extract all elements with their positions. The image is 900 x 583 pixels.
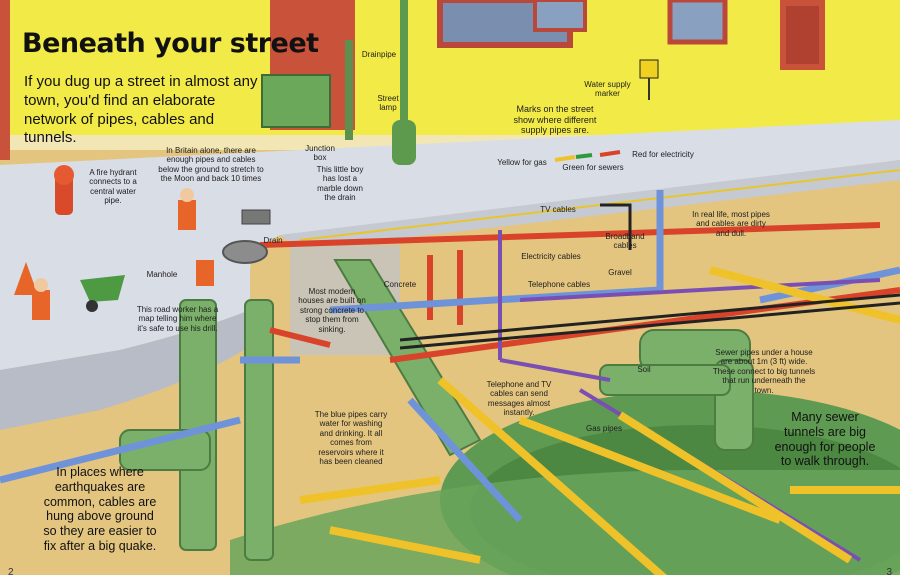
label-yellow-gas: Yellow for gas [497,158,547,167]
water-marker-sign-icon [639,59,659,100]
label-broadband: Broadband cables [605,232,645,251]
note-telephone-tv: Telephone and TV cables can send message… [486,380,552,418]
note-britain: In Britain alone, there are enough pipes… [158,146,264,184]
road-workers [32,188,214,320]
water-pipes [0,190,900,523]
traffic-cone-icon [14,262,38,295]
manhole-cover-icon [222,240,268,264]
label-telephone: Telephone cables [527,280,591,289]
label-drain: Drain [263,236,283,245]
label-gravel: Gravel [608,268,632,277]
label-water-marker: Water supply marker [584,80,631,99]
note-street-marks: Marks on the street show where different… [513,104,597,136]
gas-pipes [299,266,900,583]
note-blue-pipes: The blue pipes carry water for washing a… [314,410,388,467]
note-boy-marble: This little boy has lost a marble down t… [316,165,364,203]
page-number-left: 2 [8,567,14,579]
label-soil: Soil [637,365,651,374]
intro-text: If you dug up a street in almost any tow… [24,73,258,147]
note-houses: Most modern houses are built on strong c… [298,287,366,334]
wheelbarrow-icon [80,275,125,312]
label-manhole: Manhole [146,270,178,279]
drain-grate-icon [241,209,271,225]
junction-box [261,74,331,128]
note-real-life: In real life, most pipes and cables are … [692,210,770,238]
drainpipe [345,40,353,140]
note-sewer-pipes: Sewer pipes under a house are about 1m (… [712,348,816,395]
label-tv-cables: TV cables [540,205,576,214]
page-title: Beneath your street [22,28,319,59]
note-road-worker: This road worker has a map telling him w… [136,305,219,333]
label-concrete: Concrete [383,280,417,289]
note-earthquakes: In places where earthquakes are common, … [43,465,157,553]
street-lamp-post [400,0,408,160]
fire-hydrant-icon [54,165,74,215]
label-green-sewers: Green for sewers [562,163,624,172]
page-number-right: 3 [886,567,892,579]
label-drainpipe: Drainpipe [361,50,397,59]
label-red-electricity: Red for electricity [632,150,694,159]
pavement [0,120,900,370]
label-junction-box: Junction box [305,144,335,163]
label-street-lamp: Street lamp [377,94,399,113]
note-sewer-tunnels: Many sewer tunnels are big enough for pe… [774,410,876,469]
label-electricity: Electricity cables [521,252,581,261]
note-hydrant: A fire hydrant connects to a central wat… [89,168,137,206]
label-gas-pipes: Gas pipes [585,424,623,433]
